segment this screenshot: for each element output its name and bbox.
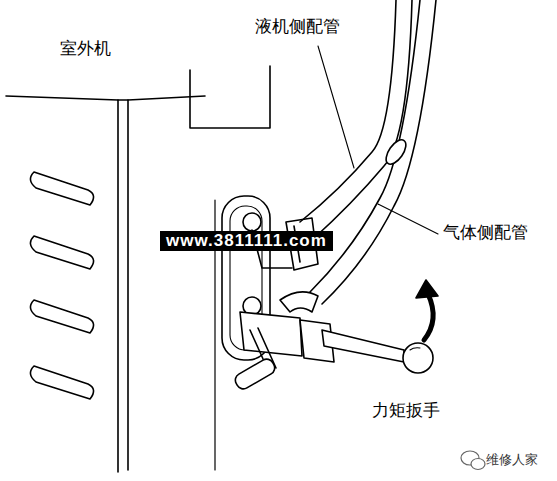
unit-side-edge — [6, 96, 118, 472]
unit-front-edge — [127, 100, 129, 470]
leader-line — [318, 46, 354, 168]
gas-valve — [233, 292, 334, 392]
pipes — [300, 0, 436, 304]
wechat-icon — [461, 451, 485, 470]
unit-label: 室外机 — [60, 38, 111, 58]
pipe-label: 气体侧配管 — [443, 222, 528, 242]
tool-label: 力矩扳手 — [372, 400, 440, 420]
vent-slots — [30, 172, 93, 399]
watermark: 维修人家 — [486, 452, 538, 468]
unit-top-edge — [118, 96, 205, 100]
rotation-arrowhead — [416, 280, 438, 298]
unit-top-part — [190, 66, 270, 128]
leader-line — [378, 204, 438, 234]
pipe-label: 液机侧配管 — [255, 16, 340, 36]
rotation-arrow — [424, 294, 433, 340]
torque-wrench — [322, 330, 433, 373]
watermark: www.3811111.com — [160, 231, 333, 251]
